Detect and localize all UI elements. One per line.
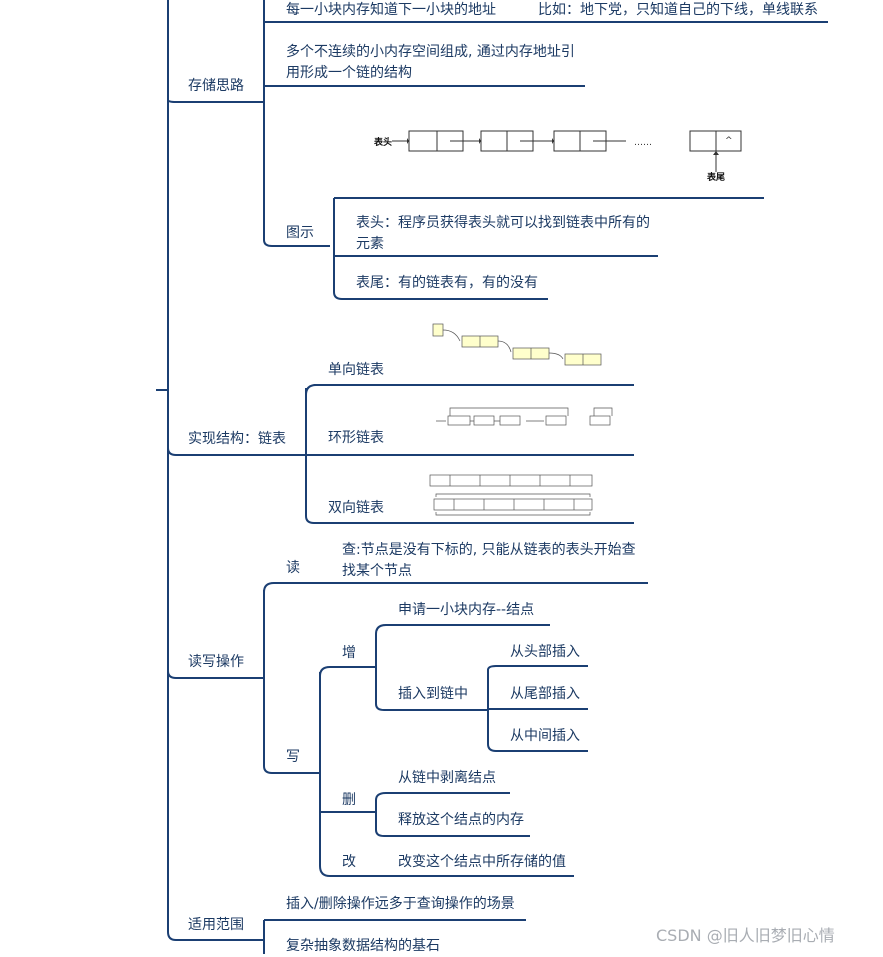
node-scope-item1[interactable]: 插入/删除操作远多于查询操作的场景 (286, 896, 515, 912)
del-branch-line (375, 800, 530, 837)
write-branch-line (319, 672, 574, 877)
node-mod-desc[interactable]: 改变这个结点中所存储的值 (398, 854, 566, 870)
diagram-branch-line (333, 198, 548, 300)
node-read-write[interactable]: 读写操作 (188, 654, 244, 670)
detach-underline (375, 792, 510, 801)
node-storage-item1[interactable]: 每一小块内存知道下一小块的地址 (286, 2, 496, 18)
node-read-desc[interactable]: 查:节点是没有下标的, 只能从链表的表头开始查找某个节点 (342, 542, 636, 579)
read-underline (263, 582, 648, 593)
node-singly-list[interactable]: 单向链表 (328, 362, 384, 378)
rw-underline (167, 670, 264, 679)
node-tail-desc[interactable]: 表尾：有的链表有，有的没有 (356, 275, 538, 291)
node-del-free[interactable]: 释放这个结点的内存 (398, 812, 524, 828)
node-read[interactable]: 读 (286, 560, 300, 576)
watermark: CSDN @旧人旧梦旧心情 (656, 926, 835, 945)
node-head-desc[interactable]: 表头：程序员获得表头就可以找到链表中所有的元素 (356, 215, 650, 252)
alloc-underline (375, 624, 550, 635)
impl-curve-top (305, 384, 317, 396)
node-mod[interactable]: 改 (342, 854, 356, 870)
insert-branch-line (487, 670, 588, 752)
node-del[interactable]: 删 (342, 792, 356, 808)
node-add-alloc[interactable]: 申请一小块内存--结点 (398, 602, 535, 618)
node-circular-list[interactable]: 环形链表 (328, 430, 384, 446)
impl-branch-line (305, 388, 634, 524)
node-add[interactable]: 增 (342, 645, 356, 661)
diagram-head-label: 表头 (373, 136, 392, 148)
add-underline (319, 666, 376, 677)
node-diagram[interactable]: 图示 (286, 225, 314, 241)
node-add-insert[interactable]: 插入到链中 (398, 686, 468, 702)
circular-list-thumbnail (436, 407, 613, 426)
node-insert-tail[interactable]: 从尾部插入 (510, 686, 580, 702)
node-storage-idea[interactable]: 存储思路 (188, 78, 244, 94)
node-storage-item2[interactable]: 多个不连续的小内存空间组成, 通过内存地址引用形成一个链的结构 (286, 44, 575, 81)
doubly-list-thumbnail (429, 474, 593, 516)
node-insert-head[interactable]: 从头部插入 (510, 644, 580, 660)
impl-underline (167, 447, 306, 456)
node-scope-item2[interactable]: 复杂抽象数据结构的基石 (286, 938, 440, 954)
node-impl-structure[interactable]: 实现结构：链表 (188, 431, 286, 447)
node-del-detach[interactable]: 从链中剥离结点 (398, 770, 496, 786)
insert-head-underline (487, 665, 588, 671)
rw-branch-line (263, 590, 320, 774)
linked-list-diagram: 表头 …… ^ 表尾 (373, 130, 742, 183)
singly-list-thumbnail (432, 323, 602, 366)
node-doubly-list[interactable]: 双向链表 (328, 500, 384, 516)
storage-underline (167, 99, 264, 103)
null-marker: ^ (725, 136, 733, 146)
node-write[interactable]: 写 (286, 749, 300, 765)
diagram-tail-label: 表尾 (706, 171, 725, 183)
main-trunk (167, 0, 177, 941)
node-scope[interactable]: 适用范围 (188, 917, 244, 933)
node-storage-item1-note[interactable]: 比如：地下党，只知道自己的下线，单线联系 (538, 2, 818, 18)
add-branch-line (375, 634, 488, 711)
diagram-ellipsis: …… (634, 138, 652, 148)
storage-branch-line (263, 0, 330, 247)
node-insert-mid[interactable]: 从中间插入 (510, 728, 580, 744)
